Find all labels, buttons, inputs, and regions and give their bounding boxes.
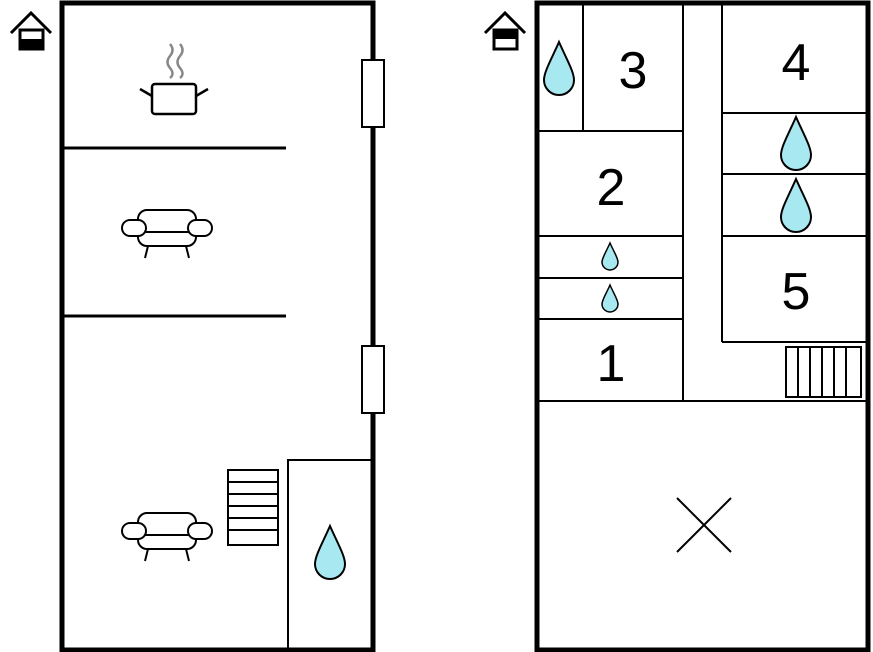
staircase-icon bbox=[785, 346, 862, 398]
bathroom-wall bbox=[287, 459, 371, 648]
ground-floor-outline bbox=[59, 0, 376, 652]
staircase-icon bbox=[227, 469, 279, 546]
upper-floor-plan: 3 4 2 5 1 bbox=[483, 0, 871, 652]
room-number: 1 bbox=[597, 335, 626, 393]
water-drop-icon bbox=[601, 283, 619, 313]
room-number: 3 bbox=[619, 42, 648, 100]
room-number: 4 bbox=[782, 34, 811, 92]
room-number: 5 bbox=[782, 263, 811, 321]
interior-walls bbox=[539, 5, 866, 402]
water-drop-icon bbox=[542, 39, 576, 96]
void-cross-icon bbox=[676, 497, 732, 553]
upper-floor-outline bbox=[534, 0, 871, 652]
window bbox=[361, 59, 385, 128]
sofa-icon bbox=[121, 209, 213, 259]
ground-floor-plan bbox=[9, 0, 385, 652]
water-drop-icon bbox=[779, 176, 813, 233]
room-number: 2 bbox=[597, 159, 626, 217]
water-drop-icon bbox=[601, 241, 619, 271]
window bbox=[361, 345, 385, 414]
home-level-icon bbox=[483, 10, 527, 51]
cooking-pot-icon bbox=[139, 43, 209, 116]
water-drop-icon bbox=[779, 114, 813, 171]
home-level-icon bbox=[9, 10, 53, 51]
sofa-icon bbox=[121, 512, 213, 562]
water-drop-icon bbox=[313, 523, 347, 580]
